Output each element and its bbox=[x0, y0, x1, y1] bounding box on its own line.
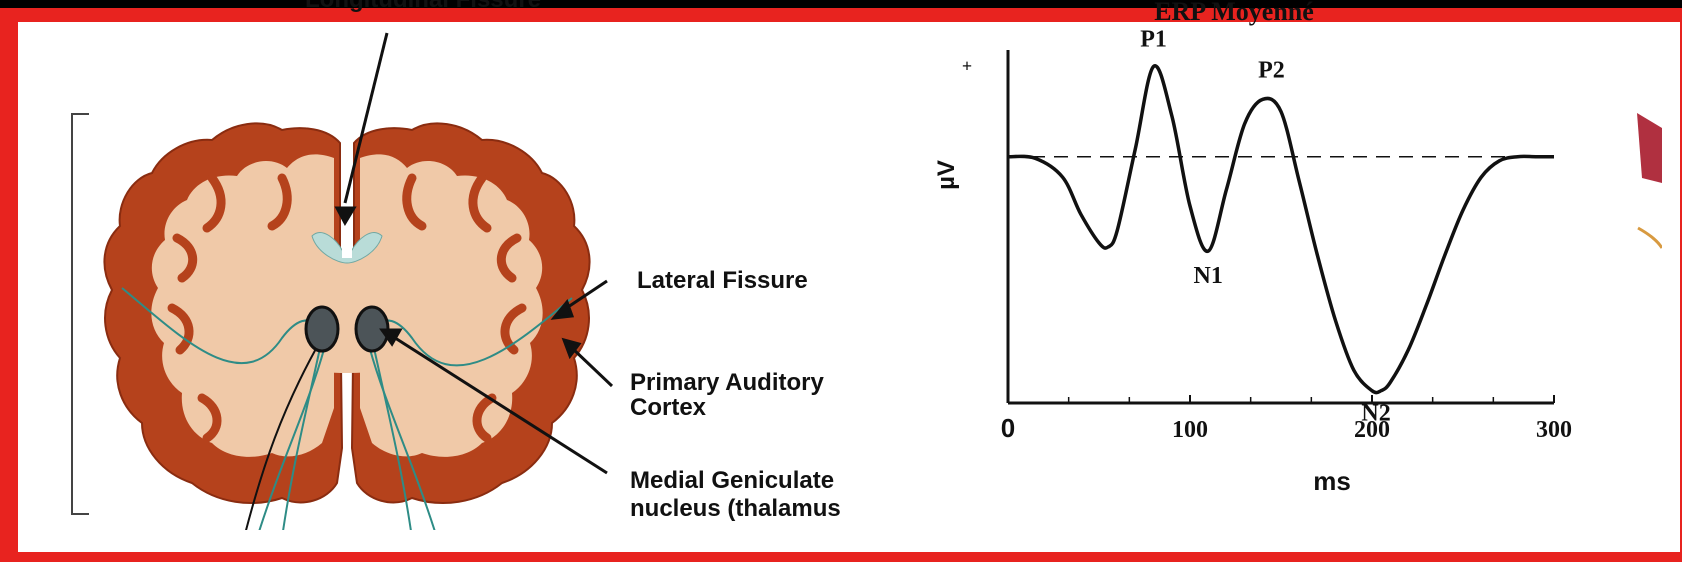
label-primary-auditory-line1: Primary Auditory bbox=[630, 369, 824, 396]
brain-diagram: Longitudinal Fissure Lateral Fissure Pri… bbox=[72, 0, 841, 538]
erp-x-tick-label: 300 bbox=[1536, 417, 1572, 443]
bracket-line bbox=[72, 114, 89, 514]
label-medial-geniculate-line1: Medial Geniculate bbox=[630, 467, 834, 494]
label-medial-geniculate-line2: nucleus (thalamus bbox=[630, 495, 841, 522]
edge-artwork-red bbox=[1637, 113, 1662, 183]
erp-x-tick-label: 0 bbox=[1001, 413, 1015, 443]
label-primary-auditory-line2: Cortex bbox=[630, 394, 707, 421]
erp-peak-label-p2: P2 bbox=[1258, 57, 1285, 83]
erp-x-axis-label: ms bbox=[1313, 466, 1351, 496]
label-longitudinal-fissure: Longitudinal Fissure bbox=[305, 0, 541, 13]
figure-canvas: Longitudinal Fissure Lateral Fissure Pri… bbox=[0, 0, 1664, 540]
erp-y-axis-label: µV bbox=[933, 160, 960, 190]
erp-peak-label-n1: N1 bbox=[1194, 263, 1223, 289]
label-lateral-fissure: Lateral Fissure bbox=[637, 267, 808, 294]
erp-x-tick-label: 100 bbox=[1172, 417, 1208, 443]
erp-series-line bbox=[1008, 66, 1554, 393]
erp-peak-label-n2: N2 bbox=[1361, 401, 1390, 427]
left-medial-geniculate-nucleus bbox=[306, 307, 338, 351]
erp-chart-title: ERP Moyenné bbox=[1154, 0, 1314, 26]
erp-peak-label-p1: P1 bbox=[1140, 26, 1167, 52]
central-white-matter bbox=[272, 251, 422, 374]
erp-plus-label: + bbox=[962, 56, 972, 76]
edge-artwork-orange bbox=[1638, 228, 1662, 248]
